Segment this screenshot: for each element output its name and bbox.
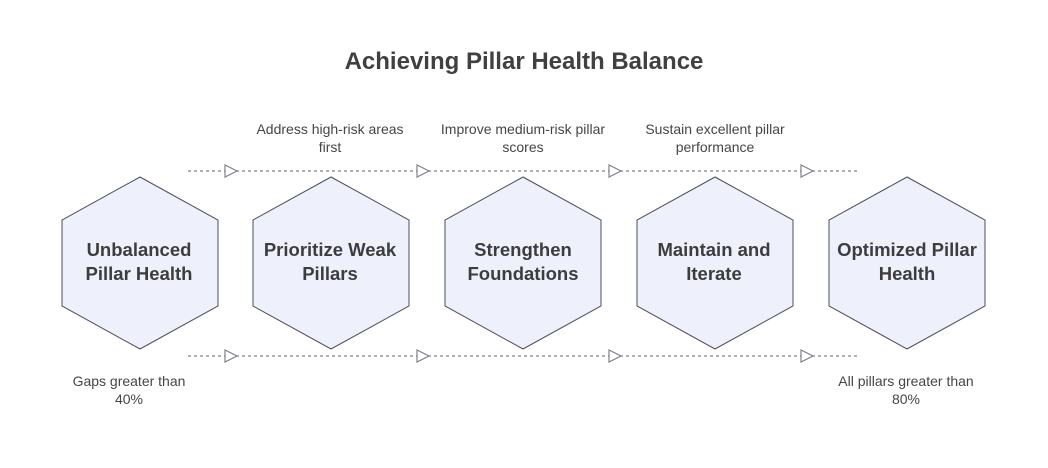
step-label-prioritize: Prioritize Weak Pillars xyxy=(263,239,397,284)
hexagon-optimized xyxy=(828,176,986,350)
hexagon-prioritize xyxy=(252,176,410,350)
top-arrow-icon-1 xyxy=(224,164,239,178)
bottom-arrow-icon-1 xyxy=(224,349,239,363)
bottom-arrow-icon-3 xyxy=(608,349,623,363)
connector-group xyxy=(188,164,860,363)
caption-improve-medium-risk: Improve medium-risk pillar scores xyxy=(440,121,606,155)
step-label-maintain: Maintain and Iterate xyxy=(657,239,771,284)
hexagon-group xyxy=(61,176,986,350)
caption-all-pillars-greater: All pillars greater than 80% xyxy=(838,373,974,407)
bottom-arrow-icon-4 xyxy=(800,349,815,363)
top-arrow-icon-3 xyxy=(608,164,623,178)
hexagon-maintain xyxy=(636,176,794,350)
step-label-optimized: Optimized Pillar Health xyxy=(837,239,977,284)
caption-gaps-greater: Gaps greater than 40% xyxy=(72,373,186,407)
step-label-unbalanced: Unbalanced Pillar Health xyxy=(85,239,193,284)
hexagon-unbalanced xyxy=(61,176,219,350)
hexagon-strengthen xyxy=(444,176,602,350)
bottom-arrow-icon-2 xyxy=(416,349,431,363)
caption-sustain-excellent: Sustain excellent pillar performance xyxy=(645,121,785,155)
top-arrow-icon-2 xyxy=(416,164,431,178)
step-label-strengthen: Strengthen Foundations xyxy=(467,239,579,284)
caption-address-high-risk: Address high-risk areas first xyxy=(256,121,404,155)
top-arrow-icon-4 xyxy=(800,164,815,178)
diagram-title: Achieving Pillar Health Balance xyxy=(344,48,704,75)
